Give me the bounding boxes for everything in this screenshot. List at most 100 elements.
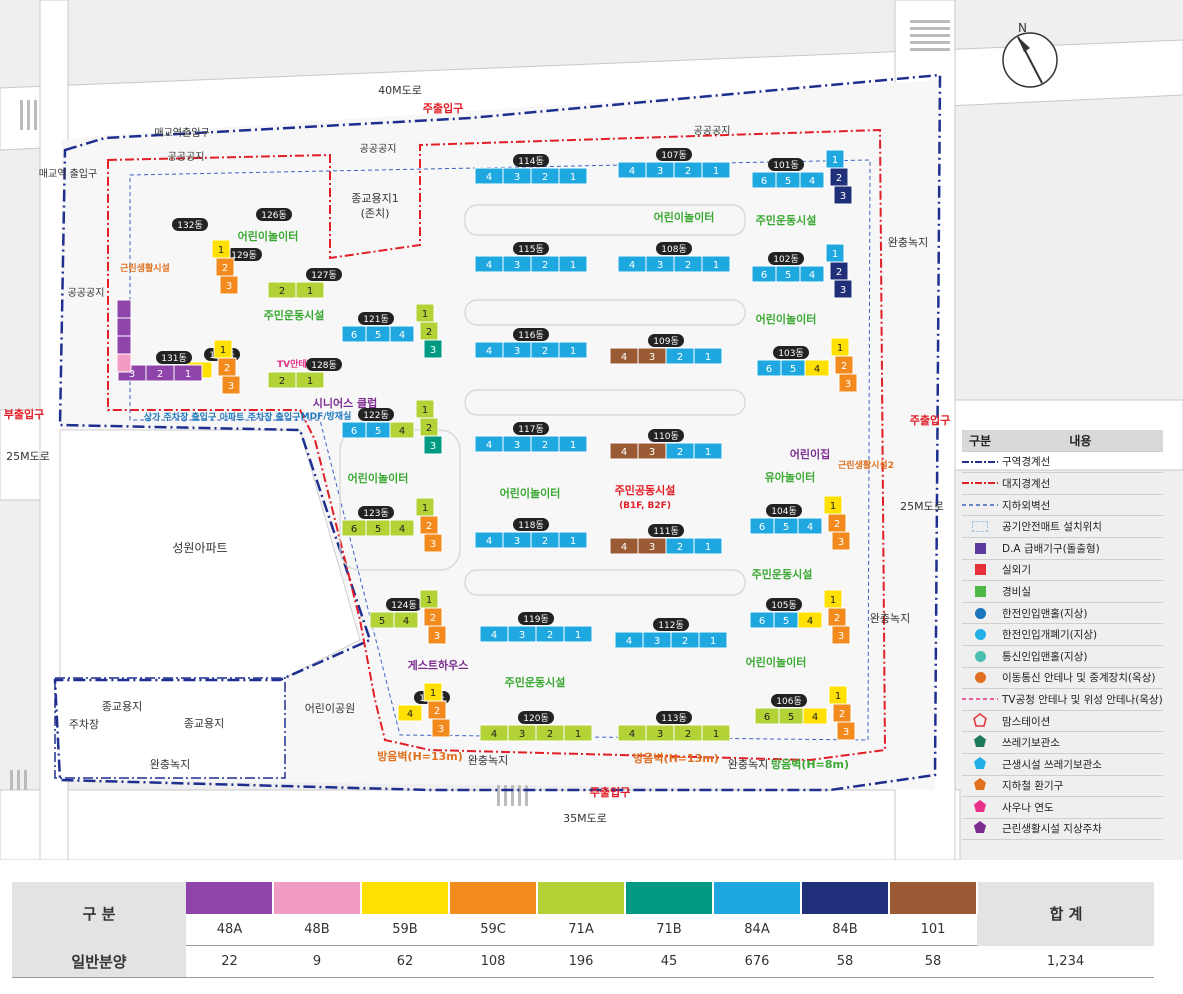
unit-block <box>693 442 723 460</box>
legend-label: 사우나 연도 <box>998 796 1163 819</box>
unit-line-number: 2 <box>222 263 228 274</box>
unit-line-number: 3 <box>514 440 520 451</box>
legend-row: 사우나 연도 <box>962 796 1163 819</box>
unit-line-number: 4 <box>621 542 627 553</box>
legend-label: D.A 급배기구(돌출형) <box>998 537 1163 560</box>
unit-block <box>831 531 851 551</box>
unit-line-number: 2 <box>426 521 432 532</box>
legend-row: D.A 급배기구(돌출형) <box>962 537 1163 560</box>
unit-line-number: 6 <box>766 364 772 375</box>
unit-line-number: 1 <box>705 352 711 363</box>
building-number: 114동 <box>518 156 543 167</box>
building-number: 108동 <box>661 244 686 255</box>
unit-line-number: 5 <box>790 364 796 375</box>
unit-line-number: 4 <box>403 616 409 627</box>
unit-line-number: 2 <box>677 447 683 458</box>
legend-label: 통신인입맨홀(지상) <box>998 645 1163 668</box>
building-number: 116동 <box>518 330 543 341</box>
legend-symbol-icon <box>962 623 998 646</box>
building-number: 107동 <box>661 150 686 161</box>
building-number: 102동 <box>773 254 798 265</box>
legend-symbol-icon <box>962 731 998 754</box>
playground-label: 어린이놀이터 <box>746 655 807 669</box>
neighborhood-facility-label: 근린생활시설2 <box>838 459 894 471</box>
unit-line-number: 2 <box>677 352 683 363</box>
building-number: 131동 <box>161 353 186 364</box>
legend-row: 지하철 환기구 <box>962 775 1163 798</box>
unit-line-number: 2 <box>685 260 691 271</box>
playground-label: 어린이놀이터 <box>238 229 299 243</box>
unit-line-number: 3 <box>228 381 234 392</box>
unit-line-number: 2 <box>685 166 691 177</box>
building-tag <box>226 248 262 261</box>
unit-block <box>833 185 853 205</box>
unit-block <box>389 325 415 343</box>
unit-line-number: 1 <box>570 536 576 547</box>
building-number: 117동 <box>518 424 543 435</box>
unit-line-number: 1 <box>575 729 581 740</box>
building-tag <box>648 524 684 537</box>
unit-line-number: 3 <box>514 172 520 183</box>
buffer-green-label: 완충녹지 <box>150 758 190 771</box>
unit-line-number: 3 <box>129 369 135 380</box>
unit-line-number: 3 <box>438 724 444 735</box>
legend-header-category: 구분 <box>962 430 998 452</box>
legend-row: 통신인입맨홀(지상) <box>962 645 1163 668</box>
unit-block <box>836 721 856 741</box>
neighborhood-facility-label: 근린생활시설 <box>120 262 170 274</box>
building-tag <box>358 408 394 421</box>
legend-row: 구역경계선 <box>962 451 1163 474</box>
unit-type-count: 62 <box>361 945 449 978</box>
community-facility-label: (B1F, B2F) <box>619 501 671 511</box>
unit-block <box>423 339 443 359</box>
building-tag <box>656 242 692 255</box>
building-tag <box>513 518 549 531</box>
unit-line-number: 4 <box>814 364 820 375</box>
building-number: 104동 <box>771 506 796 517</box>
unit-line-number: 3 <box>657 166 663 177</box>
building-number: 120동 <box>523 713 548 724</box>
unit-line-number: 2 <box>542 172 548 183</box>
legend-row: 대지경계선 <box>962 472 1163 495</box>
unit-line-number: 2 <box>685 729 691 740</box>
legend-row: 한전인입맨홀(지상) <box>962 602 1163 625</box>
unit-color-swatch <box>537 882 626 914</box>
unit-block <box>219 275 239 295</box>
unit-line-number: 3 <box>430 441 436 452</box>
building-tag <box>653 618 689 631</box>
unit-line-number: 4 <box>807 522 813 533</box>
entrance-label: 주출입구 <box>423 101 463 115</box>
unit-line-number: 3 <box>430 345 436 356</box>
unit-line-number: 3 <box>838 537 844 548</box>
unit-line-number: 4 <box>809 270 815 281</box>
unit-line-number: 1 <box>705 542 711 553</box>
building-tag <box>256 208 292 221</box>
unit-line-number: 3 <box>514 346 520 357</box>
building-number: 110동 <box>653 431 678 442</box>
unit-line-number: 2 <box>430 613 436 624</box>
unit-type-code: 59C <box>449 914 537 946</box>
building-tag <box>386 598 422 611</box>
unit-line-number: 1 <box>835 691 841 702</box>
tv-antenna-label: TV안테나 <box>277 358 316 370</box>
unit-color-swatch <box>186 882 274 914</box>
unit-line-number: 3 <box>838 631 844 642</box>
building-number: 105동 <box>771 600 796 611</box>
unit-type-count: 676 <box>713 945 801 978</box>
playground-label: 어린이놀이터 <box>756 312 817 326</box>
unit-line-number: 2 <box>836 173 842 184</box>
unit-line-number: 3 <box>649 542 655 553</box>
legend-label: 경비실 <box>998 580 1163 603</box>
legend-header-content: 내용 <box>998 430 1163 452</box>
unit-block <box>116 335 132 355</box>
unit-line-number: 6 <box>759 522 765 533</box>
legend-row: 한전인입개폐기(지상) <box>962 623 1163 646</box>
building-tag <box>768 252 804 265</box>
unit-line-number: 3 <box>843 727 849 738</box>
unit-line-number: 3 <box>657 260 663 271</box>
religious-land-label: 종교용지 <box>184 717 224 730</box>
unit-line-number: 1 <box>426 595 432 606</box>
legend-symbol-icon <box>962 451 998 474</box>
unit-block <box>116 317 132 337</box>
unit-line-number: 1 <box>185 369 191 380</box>
